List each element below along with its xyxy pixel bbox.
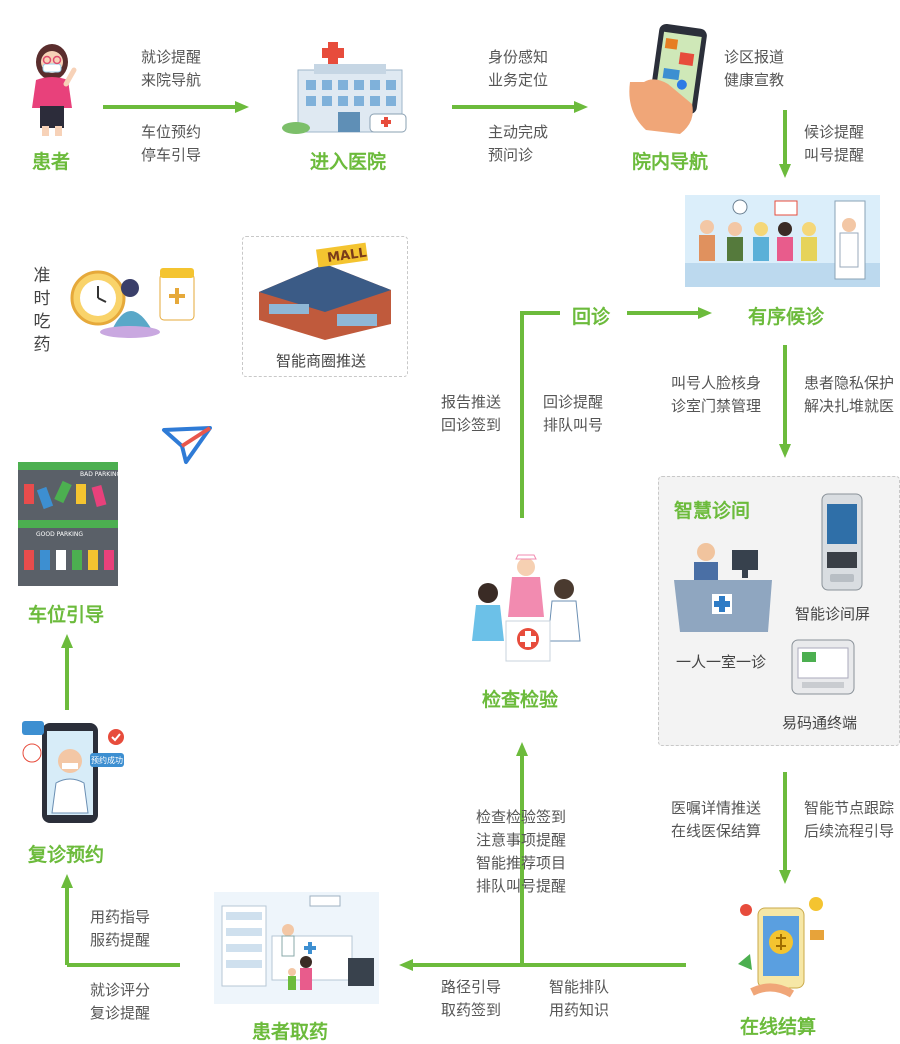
note-wait-left: 叫号人脸核身 诊室门禁管理 bbox=[671, 372, 761, 418]
exam-illustration bbox=[472, 554, 581, 662]
medicine-char: 吃 bbox=[33, 312, 51, 332]
note-line: 智能排队 bbox=[549, 978, 610, 996]
phone-map-illustration bbox=[629, 23, 707, 134]
note-exam-right: 回诊提醒 排队叫号 bbox=[543, 391, 603, 437]
note-wait-right: 患者隐私保护 解决扎堆就医 bbox=[804, 372, 894, 418]
note-line: 用药指导 bbox=[90, 908, 151, 926]
parking-illustration: BAD PARKING GOOD PARKING bbox=[18, 462, 121, 586]
node-parking-guide: 车位引导 bbox=[28, 604, 105, 626]
note-nav-right: 诊区报道 健康宣教 bbox=[724, 46, 784, 92]
note-line: 回诊提醒 bbox=[543, 393, 604, 411]
note-drug-up-a: 用药指导 服药提醒 bbox=[90, 906, 150, 952]
note-room-left: 医嘱详情推送 在线医保结算 bbox=[671, 797, 761, 843]
note-line: 候诊提醒 bbox=[804, 123, 865, 141]
medicine-char: 药 bbox=[33, 335, 51, 355]
label-one-room: 一人一室一诊 bbox=[676, 653, 767, 671]
paper-plane-icon bbox=[162, 426, 212, 464]
node-exam: 检查检验 bbox=[482, 689, 559, 711]
medicine-char: 时 bbox=[33, 289, 51, 309]
note-line: 医嘱详情推送 bbox=[671, 799, 762, 817]
note-line: 服药提醒 bbox=[90, 931, 151, 949]
note-line: 车位预约 bbox=[141, 123, 202, 141]
note-hospital-bottom: 主动完成 预问诊 bbox=[488, 121, 548, 167]
note-line: 后续流程引导 bbox=[804, 822, 895, 840]
note-line: 停车引导 bbox=[141, 146, 202, 164]
note-line: 健康宣教 bbox=[724, 71, 785, 89]
note-line: 智能节点跟踪 bbox=[804, 799, 895, 817]
note-line: 叫号提醒 bbox=[804, 146, 865, 164]
note-hospital-top: 身份感知 业务定位 bbox=[488, 46, 548, 92]
note-line: 排队叫号 bbox=[543, 416, 604, 434]
note-line: 取药签到 bbox=[441, 1001, 502, 1019]
note-line: 主动完成 bbox=[488, 123, 549, 141]
node-revisit: 回诊 bbox=[572, 306, 611, 328]
note-line: 预问诊 bbox=[488, 146, 534, 164]
payment-phone-illustration bbox=[738, 897, 824, 998]
mall-push-panel bbox=[242, 236, 408, 377]
node-orderly-wait: 有序候诊 bbox=[748, 306, 825, 328]
doctor-phone-illustration: 预约成功 bbox=[22, 721, 124, 823]
note-line: 患者隐私保护 bbox=[804, 374, 895, 392]
label-terminal: 易码通终端 bbox=[782, 714, 858, 732]
note-line: 用药知识 bbox=[549, 1001, 610, 1019]
doctor-desk-illustration bbox=[674, 543, 772, 632]
note-room-right: 智能节点跟踪 后续流程引导 bbox=[804, 797, 894, 843]
note-line: 身份感知 bbox=[488, 48, 549, 66]
note-line: 就诊评分 bbox=[90, 981, 151, 999]
arrow-exam-to-revisit bbox=[520, 311, 560, 518]
note-line: 排队叫号提醒 bbox=[476, 877, 567, 895]
waiting-room-illustration bbox=[685, 195, 880, 287]
mall-caption: 智能商圈推送 bbox=[276, 352, 367, 370]
bad-parking-sign: BAD PARKING bbox=[80, 471, 121, 478]
node-pickup-drug: 患者取药 bbox=[252, 1021, 329, 1043]
note-line: 诊室门禁管理 bbox=[671, 397, 762, 415]
note-patient-top: 就诊提醒 来院导航 bbox=[141, 46, 201, 92]
node-patient: 患者 bbox=[32, 151, 71, 173]
medicine-vertical-label: 准 时 吃 药 bbox=[32, 265, 52, 357]
patient-illustration bbox=[32, 44, 77, 136]
note-line: 路径引导 bbox=[441, 978, 502, 996]
node-enter-hospital: 进入医院 bbox=[310, 151, 387, 173]
note-patient-bottom: 车位预约 停车引导 bbox=[141, 121, 201, 167]
kiosk-screen-illustration bbox=[821, 493, 863, 591]
note-drug-up-b: 就诊评分 复诊提醒 bbox=[90, 979, 150, 1025]
node-followup-booking: 复诊预约 bbox=[28, 844, 105, 866]
note-exam-bottom: 检查检验签到 注意事项提醒 智能推荐项目 排队叫号提醒 bbox=[476, 806, 566, 898]
note-line: 叫号人脸核身 bbox=[671, 374, 762, 392]
node-indoor-nav: 院内导航 bbox=[632, 151, 709, 173]
note-pay-left-b: 智能排队 用药知识 bbox=[549, 976, 609, 1022]
note-line: 检查检验签到 bbox=[476, 808, 567, 826]
hospital-illustration bbox=[282, 42, 407, 134]
medicine-illustration bbox=[70, 268, 195, 338]
note-line: 在线医保结算 bbox=[671, 822, 762, 840]
mall-sign: MALL bbox=[326, 246, 367, 266]
note-line: 业务定位 bbox=[488, 71, 549, 89]
medicine-char: 准 bbox=[33, 266, 51, 286]
note-nav-down: 候诊提醒 叫号提醒 bbox=[804, 121, 864, 167]
note-line: 来院导航 bbox=[141, 71, 202, 89]
node-smart-room: 智慧诊间 bbox=[674, 500, 751, 522]
node-payment: 在线结算 bbox=[740, 1016, 817, 1038]
note-line: 报告推送 bbox=[441, 393, 502, 411]
note-line: 注意事项提醒 bbox=[476, 831, 567, 849]
good-parking-sign: GOOD PARKING bbox=[36, 531, 83, 538]
mall-illustration: MALL bbox=[259, 242, 391, 340]
note-pay-left-a: 路径引导 取药签到 bbox=[441, 976, 501, 1022]
note-line: 智能推荐项目 bbox=[476, 854, 567, 872]
note-line: 复诊提醒 bbox=[90, 1004, 151, 1022]
note-line: 就诊提醒 bbox=[141, 48, 202, 66]
terminal-illustration bbox=[791, 639, 855, 695]
booking-success-badge: 预约成功 bbox=[91, 755, 123, 765]
note-line: 诊区报道 bbox=[724, 48, 785, 66]
label-smart-screen: 智能诊间屏 bbox=[795, 605, 871, 623]
pharmacy-illustration bbox=[214, 892, 379, 1004]
note-exam-left: 报告推送 回诊签到 bbox=[441, 391, 501, 437]
note-line: 解决扎堆就医 bbox=[804, 397, 895, 415]
note-line: 回诊签到 bbox=[441, 416, 502, 434]
